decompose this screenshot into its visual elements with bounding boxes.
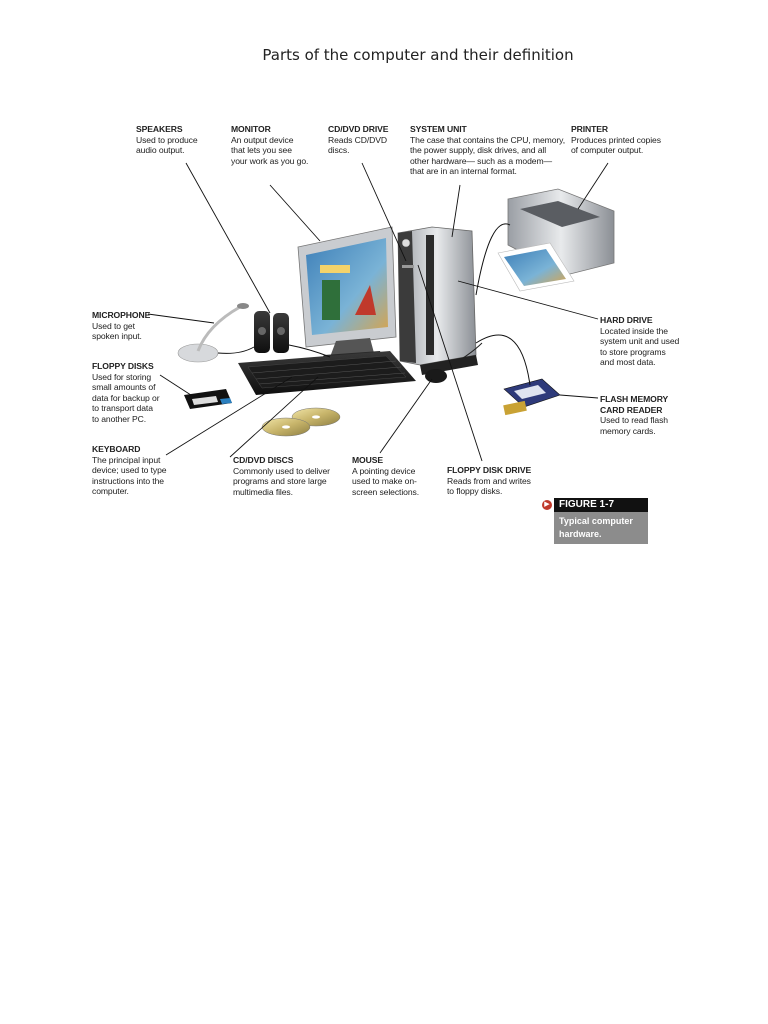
- monitor-image: [297, 226, 397, 361]
- figure-label: FIGURE 1-7: [554, 498, 648, 512]
- callout-cd-dvd-discs: CD/DVD DISCS Commonly used to deliver pr…: [233, 455, 330, 497]
- page-title: Parts of the computer and their definiti…: [262, 46, 574, 64]
- callout-floppy-disk-drive: FLOPPY DISK DRIVE Reads from and writes …: [447, 465, 532, 496]
- microphone-image: [177, 303, 249, 363]
- figure-caption-text: Typical computer hardware.: [554, 512, 648, 544]
- speakers-image: [254, 311, 289, 353]
- keyboard-image: [238, 351, 416, 395]
- computer-hardware-figure: SPEAKERS Used to produce audio output. M…: [80, 115, 680, 555]
- callout-cd-dvd-drive: CD/DVD DRIVE Reads CD/DVD discs.: [328, 124, 389, 155]
- callout-mouse: MOUSE A pointing device used to make on-…: [352, 455, 419, 497]
- figure-caption: ▶ FIGURE 1-7 Typical computer hardware.: [542, 498, 648, 544]
- leader-lines: [147, 162, 609, 462]
- callout-keyboard: KEYBOARD The principal input device; use…: [92, 444, 167, 496]
- callout-monitor: MONITOR An output device that lets you s…: [231, 124, 309, 166]
- callout-microphone: MICROPHONE Used to get spoken input.: [92, 310, 151, 341]
- hardware-illustration: [147, 162, 615, 462]
- callout-printer: PRINTER Produces printed copies of compu…: [571, 124, 661, 155]
- printer-image: [497, 188, 615, 292]
- callout-speakers: SPEAKERS Used to produce audio output.: [136, 124, 198, 155]
- callout-hard-drive: HARD DRIVE Located inside the system uni…: [600, 315, 680, 367]
- callout-system-unit: SYSTEM UNIT The case that contains the C…: [410, 124, 565, 176]
- cd-discs-image: [261, 407, 341, 437]
- callout-floppy-disks: FLOPPY DISKS Used for storing small amou…: [92, 361, 160, 424]
- callout-flash-memory-card-reader: FLASH MEMORY CARD READER Used to read fl…: [600, 394, 669, 436]
- system-unit-image: [397, 226, 478, 375]
- arrow-right-icon: ▶: [542, 500, 552, 510]
- mouse-image: [425, 342, 483, 383]
- flash-card-reader-image: [503, 378, 561, 416]
- cables: [217, 223, 531, 386]
- floppy-disks-image: [184, 389, 232, 409]
